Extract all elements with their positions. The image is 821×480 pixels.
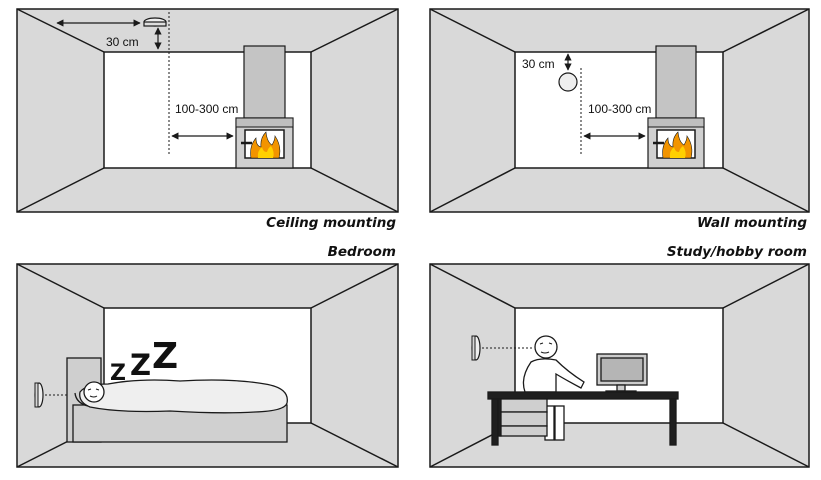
fireplace-icon [235,117,294,169]
study-caption: Study/hobby room [667,244,807,260]
computer-monitor-icon [596,353,648,395]
bedroom-smoke-detector-icon [34,382,44,408]
ceiling-gap-label: 30 cm [106,35,139,49]
panel-study-room: Study/hobby room [429,244,810,468]
bed-icon [66,357,288,443]
chimney [243,45,286,119]
ceiling-smoke-detector-icon [143,17,167,27]
panel-ceiling-mounting: 30 cm 100-300 cm Ceiling mounting [16,8,399,231]
desk-icon [487,391,679,446]
wall-fireplace-distance-label: 100-300 cm [588,102,651,116]
study-smoke-detector-icon [471,335,481,361]
fireplace-icon [647,117,705,169]
ceiling-mounting-caption: Ceiling mounting [266,215,396,231]
chimney [655,45,697,119]
wall-gap-label: 30 cm [522,57,555,71]
bedroom-caption: Bedroom [328,244,396,260]
wall-mounting-caption: Wall mounting [697,215,807,231]
panel-wall-mounting: 30 cm 100-300 cm Wall mounting [429,8,810,231]
ceiling-fireplace-distance-label: 100-300 cm [175,102,238,116]
sleep-z-medium: Z [130,348,151,382]
panel-bedroom: Bedroom Z Z Z [16,244,399,468]
sleep-z-large: Z [152,336,178,377]
sleep-z-small: Z [110,361,126,386]
person-at-desk-icon [522,335,585,441]
sleeping-person-icon [83,381,105,403]
wall-smoke-detector-icon [558,72,578,92]
